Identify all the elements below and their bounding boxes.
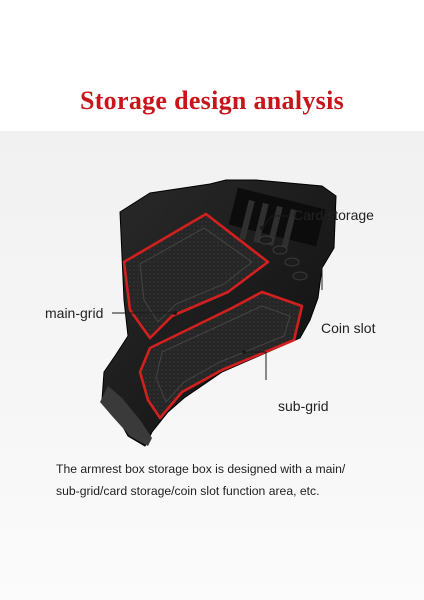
main-grid-label: main-grid <box>45 305 104 321</box>
caption-line-2: sub-grid/card storage/coin slot function… <box>56 484 320 498</box>
coin-slot-dot <box>284 270 288 274</box>
page-title: Storage design analysis <box>79 86 345 115</box>
caption-line-1: The armrest box storage box is designed … <box>56 462 346 476</box>
card-storage-dot <box>260 226 264 230</box>
card-storage-label: Card storage <box>293 207 374 223</box>
sub-grid-dot <box>242 350 246 354</box>
main-grid-recess <box>139 227 253 323</box>
sub-grid-label: sub-grid <box>278 398 329 414</box>
box-ledge <box>100 386 152 446</box>
sub-grid-recess <box>155 305 291 403</box>
coin-slot-leader <box>285 266 322 273</box>
card-storage-leader <box>261 215 290 229</box>
caption: The armrest box storage box is designed … <box>56 458 406 502</box>
main-grid-dot <box>173 311 177 315</box>
main-grid-mat <box>122 212 270 340</box>
card-and-coin-slots <box>228 187 326 281</box>
coin-slot-label: Coin slot <box>321 320 376 336</box>
